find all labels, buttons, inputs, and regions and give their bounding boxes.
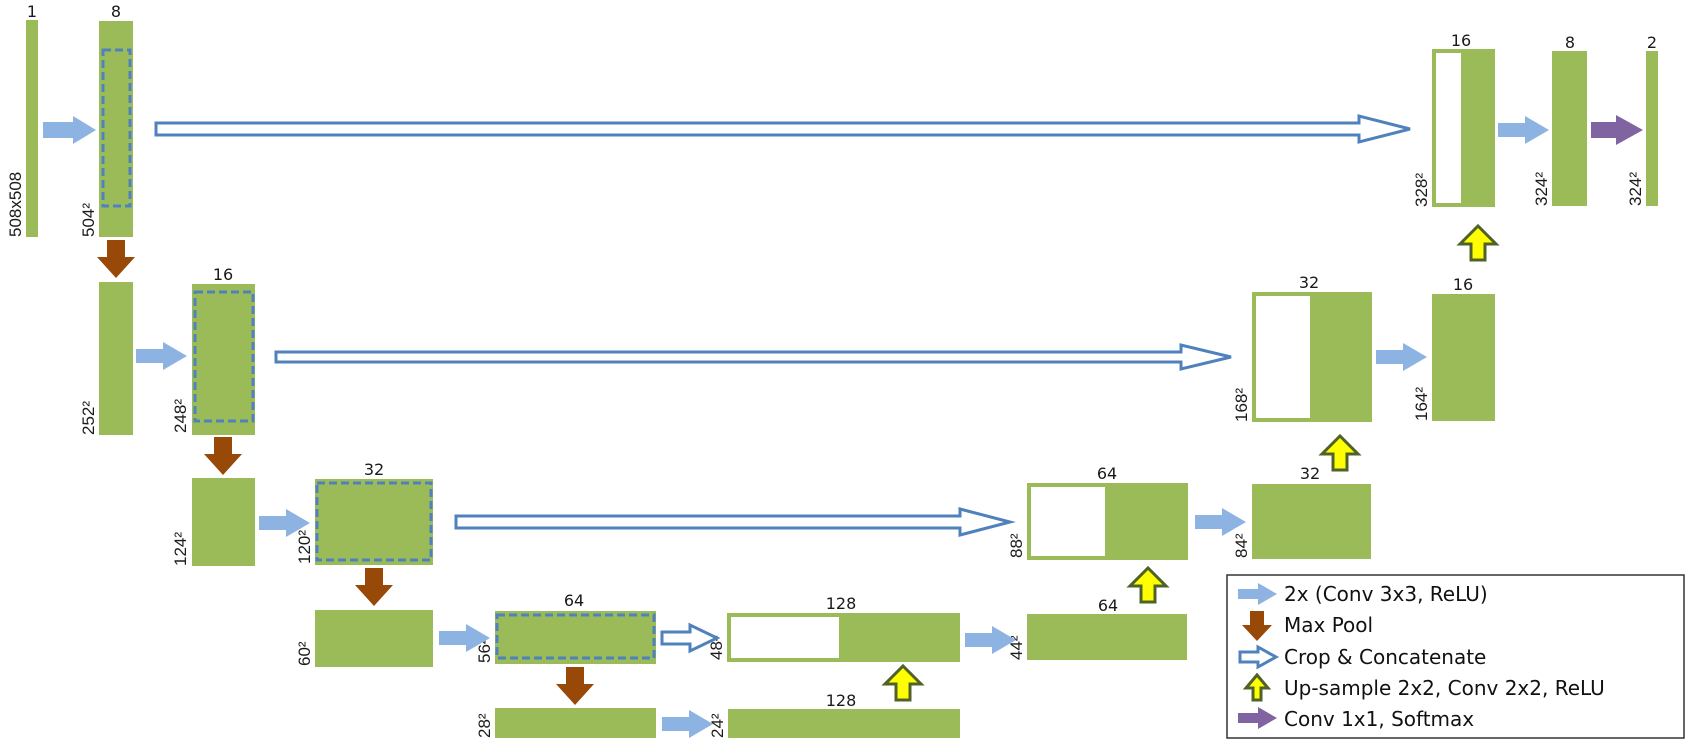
block-pool1: 252²: [79, 282, 133, 435]
crop-region: [101, 48, 132, 208]
legend-item-conv: 2x (Conv 3x3, ReLU): [1238, 582, 1488, 606]
svg-text:2: 2: [1647, 33, 1657, 52]
svg-text:128: 128: [826, 691, 857, 710]
conv-arrow: [1195, 508, 1246, 536]
svg-text:252²: 252²: [79, 401, 98, 435]
svg-text:1: 1: [27, 2, 37, 21]
conv-arrow: [136, 342, 187, 370]
conv-arrow: [439, 624, 490, 652]
block-cat2: 32 168²: [1232, 273, 1372, 422]
conv-arrow: [965, 626, 1016, 654]
max-pool-arrow: [355, 568, 393, 606]
svg-text:128: 128: [826, 594, 857, 613]
crop-region: [193, 290, 255, 423]
conv-arrow: [259, 509, 310, 537]
conv-arrow: [1498, 116, 1549, 144]
block-dec3: 32 84²: [1232, 464, 1371, 559]
legend-item-upsample: Up-sample 2x2, Conv 2x2, ReLU: [1242, 672, 1605, 702]
block-pool2: 124²: [171, 478, 255, 566]
block-dec1: 8 324²: [1532, 33, 1587, 206]
block-enc2: 16 248²: [171, 265, 255, 435]
svg-text:16: 16: [1451, 31, 1471, 50]
block-enc3: 32 120²: [295, 460, 433, 565]
crop-region: [495, 613, 656, 660]
svg-text:168²: 168²: [1232, 388, 1251, 422]
block-pool3: 60²: [295, 610, 433, 667]
svg-text:88²: 88²: [1007, 533, 1026, 558]
crop-concat-arrow: [154, 114, 1411, 144]
crop-concat-arrow: [660, 622, 721, 654]
svg-text:Max Pool: Max Pool: [1284, 613, 1373, 637]
svg-text:328²: 328²: [1412, 173, 1431, 207]
block-cat4: 128 48²: [707, 594, 960, 662]
svg-text:Crop & Concatenate: Crop & Concatenate: [1284, 645, 1486, 669]
max-pool-arrow: [97, 240, 135, 278]
conv-arrow: [662, 710, 713, 738]
upsample-arrow: [1318, 433, 1362, 472]
conv-arrow-icon: [1238, 583, 1277, 605]
svg-text:8: 8: [111, 2, 121, 21]
legend-item-softmax: Conv 1x1, Softmax: [1238, 707, 1474, 731]
crop-concat-arrow: [274, 343, 1232, 371]
svg-text:32: 32: [1299, 273, 1319, 292]
conv-arrow: [43, 116, 96, 144]
legend: 2x (Conv 3x3, ReLU) Max Pool Crop & Conc…: [1226, 574, 1685, 739]
max-pool-arrow: [556, 667, 594, 705]
upsample-arrow: [881, 663, 925, 702]
softmax-arrow-icon: [1238, 707, 1277, 729]
block-dec2: 16 164²: [1412, 275, 1495, 421]
svg-text:56²: 56²: [475, 638, 494, 663]
crop-concat-arrow-icon: [1238, 644, 1280, 670]
svg-text:324²: 324²: [1626, 172, 1645, 206]
svg-text:60²: 60²: [295, 641, 314, 666]
svg-text:508x508: 508x508: [6, 172, 25, 237]
svg-text:504²: 504²: [79, 203, 98, 237]
svg-text:32: 32: [364, 460, 384, 479]
crop-region: [315, 481, 433, 562]
block-enc4: 64 56²: [475, 591, 656, 664]
upsample-arrow: [1456, 223, 1500, 262]
svg-text:32: 32: [1300, 464, 1320, 483]
softmax-arrow: [1591, 115, 1643, 145]
svg-text:Conv 1x1, Softmax: Conv 1x1, Softmax: [1284, 707, 1474, 731]
block-cat3: 64 88²: [1007, 464, 1188, 560]
svg-text:248²: 248²: [171, 399, 190, 433]
legend-item-crop-concat: Crop & Concatenate: [1238, 644, 1486, 670]
svg-text:16: 16: [1453, 275, 1473, 294]
block-input: 1 508x508: [6, 2, 38, 237]
max-pool-arrow: [204, 437, 242, 475]
svg-text:28²: 28²: [475, 713, 494, 738]
legend-box: [1226, 574, 1685, 739]
svg-text:Up-sample 2x2, Conv 2x2, ReLU: Up-sample 2x2, Conv 2x2, ReLU: [1284, 676, 1605, 700]
svg-text:24²: 24²: [708, 713, 727, 738]
max-pool-arrow-icon: [1242, 611, 1272, 641]
block-dec4: 64 44²: [1007, 596, 1187, 660]
svg-text:124²: 124²: [171, 532, 190, 566]
upsample-arrow: [1126, 565, 1170, 604]
block-bottleneck: 128 24²: [708, 691, 960, 738]
legend-item-max-pool: Max Pool: [1242, 611, 1373, 641]
svg-text:8: 8: [1565, 33, 1575, 52]
block-output: 2 324²: [1626, 33, 1658, 206]
svg-text:164²: 164²: [1412, 387, 1431, 421]
upsample-arrow-icon: [1242, 672, 1272, 702]
block-enc1: 8 504²: [79, 2, 133, 237]
svg-text:64: 64: [1097, 464, 1117, 483]
conv-arrow: [1376, 343, 1427, 371]
svg-text:64: 64: [1098, 596, 1118, 615]
svg-text:2x (Conv 3x3, ReLU): 2x (Conv 3x3, ReLU): [1284, 582, 1488, 606]
block-pool4: 28²: [475, 708, 656, 738]
svg-text:64: 64: [564, 591, 584, 610]
svg-text:324²: 324²: [1532, 172, 1551, 206]
svg-text:84²: 84²: [1232, 533, 1251, 558]
crop-concat-arrow: [454, 507, 1016, 537]
block-cat1: 16 328²: [1412, 31, 1495, 207]
svg-text:16: 16: [213, 265, 233, 284]
svg-text:120²: 120²: [295, 530, 314, 564]
